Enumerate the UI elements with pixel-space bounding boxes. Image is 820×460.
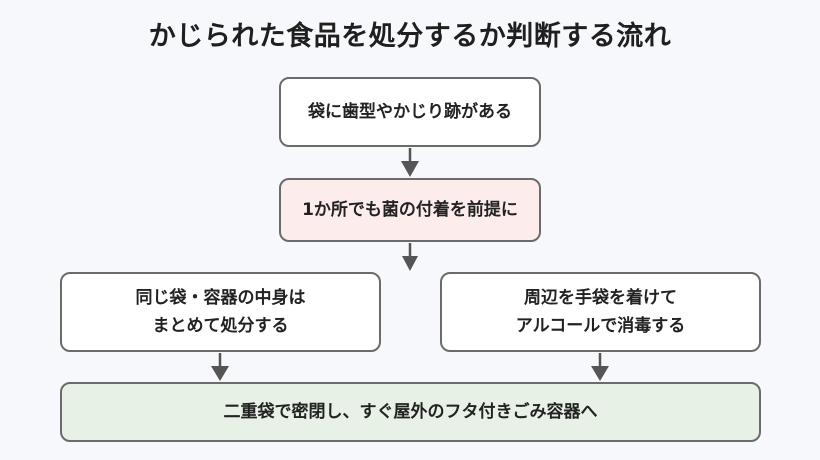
node-discard-contents: 同じ袋・容器の中身は まとめて処分する — [60, 272, 381, 352]
node-double-bag-dispose: 二重袋で密閉し、すぐ屋外のフタ付きごみ容器へ — [60, 382, 761, 442]
arrowhead-n4-n5 — [591, 366, 609, 381]
diagram-title: かじられた食品を処分するか判断する流れ — [148, 21, 672, 52]
arrowhead-n1-n2 — [401, 161, 419, 177]
node-disinfect-area: 周辺を手袋を着けて アルコールで消毒する — [440, 272, 761, 352]
node-bite-marks: 袋に歯型やかじり跡がある — [279, 77, 541, 147]
arrowhead-n3-n5 — [211, 366, 229, 381]
arrowhead-n2-split — [402, 256, 418, 271]
node-assume-contamination: 1か所でも菌の付着を前提に — [279, 178, 541, 242]
